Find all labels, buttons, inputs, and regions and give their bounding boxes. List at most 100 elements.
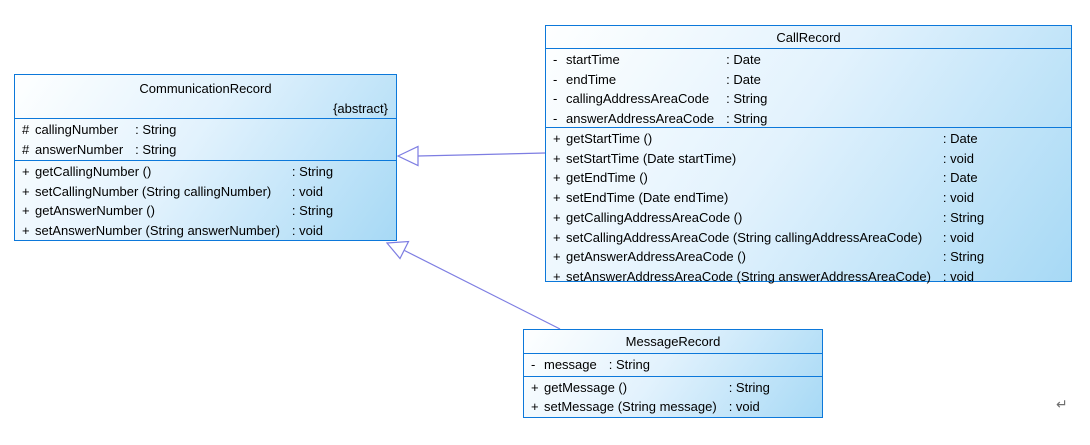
method-row: + getMessage () : String [524,378,770,398]
member-name: getCallingAddressAreaCode () [566,209,743,225]
visibility-symbol: + [553,268,561,284]
member-type: : Date [726,52,761,67]
visibility-symbol: + [553,150,561,166]
method-row: + setCallingNumber (String callingNumber… [15,182,333,202]
member-name: callingAddressAreaCode [566,91,710,107]
member-name: setAnswerAddressAreaCode (String answerA… [566,268,931,284]
method-row: + setStartTime (Date startTime) : void [546,149,984,169]
generalization-triangle-icon [385,240,410,260]
member-type: : Date [942,131,978,146]
class-box-messagerecord: MessageRecord - message : String + getMe… [523,329,823,418]
method-row: + getCallingAddressAreaCode () : String [546,208,984,228]
member-type: : String [728,379,770,395]
member-type: : void [942,268,974,284]
visibility-symbol: # [22,122,30,138]
visibility-symbol: + [553,190,561,206]
member-name: getMessage () [544,379,628,395]
attributes-compartment: - startTime : Date - endTime : Date - ca… [546,48,1071,127]
member-name: setEndTime (Date endTime) [566,190,729,206]
visibility-symbol: + [553,170,561,186]
methods-compartment: + getStartTime () : Date + setStartTime … [546,127,1071,287]
visibility-symbol: # [22,142,30,158]
member-type: : String [608,356,650,372]
member-name: answerNumber [35,142,124,158]
visibility-symbol: + [22,203,30,219]
visibility-symbol: + [22,183,30,199]
attribute-row: - message : String [524,355,650,375]
visibility-symbol: + [22,222,30,238]
member-name: setCallingAddressAreaCode (String callin… [566,229,923,245]
method-row: + setMessage (String message) : void [524,397,770,417]
class-box-communicationrecord: CommunicationRecord {abstract} # calling… [14,74,397,241]
generalization-callrecord-to-communicationrecord [396,145,546,167]
method-row: + getCallingNumber () : String [15,162,333,182]
methods-compartment: + getCallingNumber () : String + setCall… [15,159,396,241]
member-type: : void [942,229,974,245]
member-name: answerAddressAreaCode [566,111,715,127]
member-name: setCallingNumber (String callingNumber) [35,183,272,199]
member-name: getCallingNumber () [35,163,152,179]
member-type: : String [726,111,768,127]
method-row: + setAnswerNumber (String answerNumber) … [15,221,333,241]
member-name: getStartTime () [566,131,653,146]
member-type: : Date [942,170,978,186]
member-name: message [544,356,597,372]
attributes-compartment: # callingNumber : String # answerNumber … [15,118,396,159]
member-name: setStartTime (Date startTime) [566,150,737,166]
class-stereotype: {abstract} [333,100,388,116]
method-row: + getEndTime () : Date [546,168,984,188]
member-type: : String [942,209,985,225]
attribute-row: - callingAddressAreaCode : String [546,89,767,109]
attribute-row: # callingNumber : String [15,120,176,140]
class-name: MessageRecord [625,334,721,349]
visibility-symbol: + [553,249,561,265]
class-title-compartment: MessageRecord [524,330,822,353]
visibility-symbol: - [531,356,536,372]
member-type: : Date [726,71,761,87]
visibility-symbol: - [553,111,558,127]
attribute-row: - startTime : Date [546,50,767,70]
paragraph-return-mark-icon: ↵ [1056,396,1068,412]
method-row: + getStartTime () : Date [546,129,984,149]
visibility-symbol: - [553,71,558,87]
member-name: getAnswerNumber () [35,203,155,219]
visibility-symbol: - [553,91,558,107]
method-row: + setCallingAddressAreaCode (String call… [546,228,984,248]
member-type: : String [135,142,177,158]
member-name: callingNumber [35,122,119,138]
member-type: : String [726,91,768,107]
method-row: + getAnswerAddressAreaCode () : String [546,247,984,267]
class-title-compartment: CallRecord [546,26,1071,48]
attributes-compartment: - message : String [524,352,822,376]
visibility-symbol: + [531,399,539,415]
member-name: setAnswerNumber (String answerNumber) [35,222,280,238]
method-row: + setAnswerAddressAreaCode (String answe… [546,267,984,287]
member-name: setMessage (String message) [544,399,717,415]
member-type: : void [291,183,323,199]
member-name: getAnswerAddressAreaCode () [566,249,746,265]
visibility-symbol: + [553,229,561,245]
attribute-row: # answerNumber : String [15,140,176,160]
member-type: : void [291,222,323,238]
method-row: + setEndTime (Date endTime) : void [546,188,984,208]
methods-compartment: + getMessage () : String + setMessage (S… [524,375,822,417]
attribute-row: - endTime : Date [546,70,767,90]
member-type: : String [291,203,334,219]
generalization-messagerecord-to-communicationrecord [385,240,561,330]
visibility-symbol: + [531,379,539,395]
generalization-triangle-icon [396,145,419,167]
visibility-symbol: + [553,209,561,225]
attribute-row: - answerAddressAreaCode : String [546,109,767,129]
method-row: + getAnswerNumber () : String [15,201,333,221]
class-box-callrecord: CallRecord - startTime : Date - endTime … [545,25,1072,284]
member-type: : void [942,150,974,166]
member-name: endTime [566,71,617,87]
member-type: : String [291,163,334,179]
member-type: : void [942,190,974,206]
class-title-compartment: CommunicationRecord {abstract} [15,75,396,118]
visibility-symbol: - [553,52,558,67]
class-name: CallRecord [776,30,841,45]
member-name: startTime [566,52,620,67]
member-type: : void [728,399,760,415]
